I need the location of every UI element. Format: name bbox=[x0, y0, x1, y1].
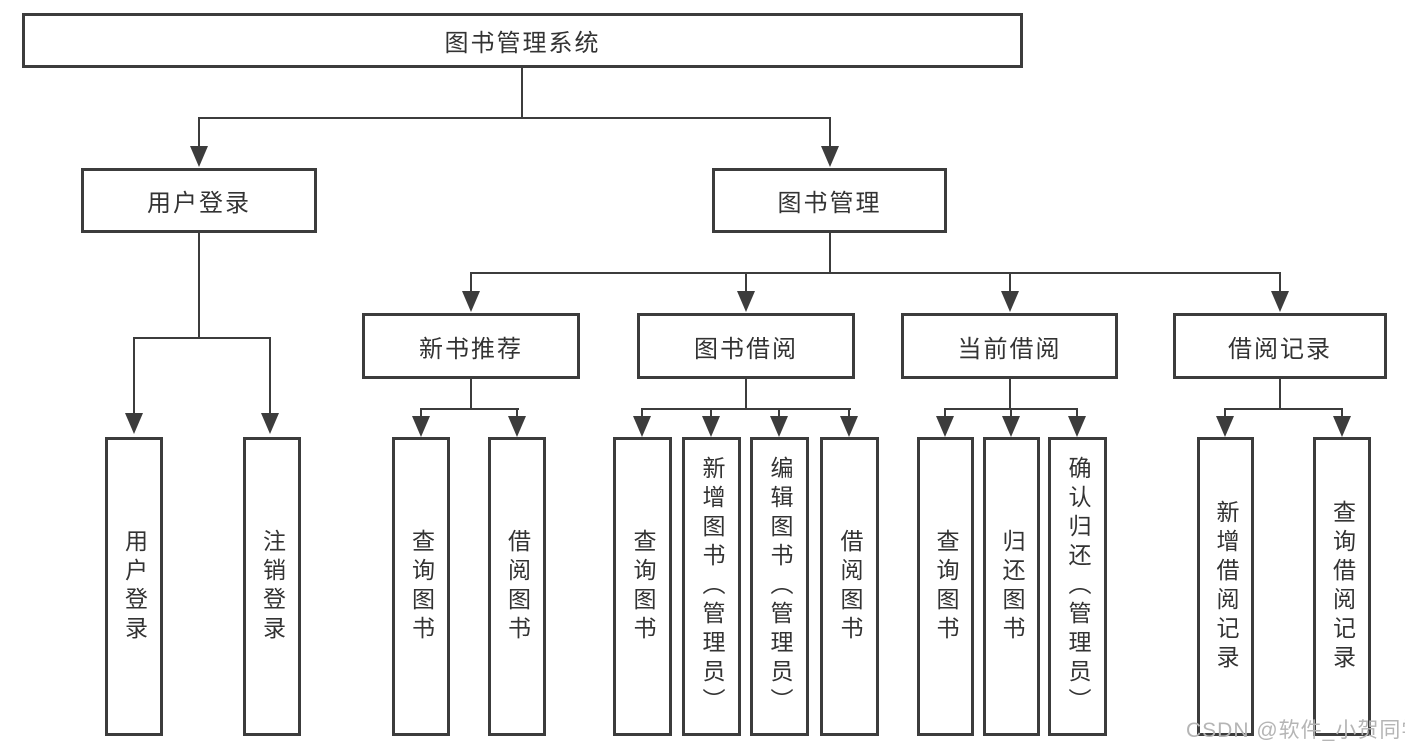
connector-drop bbox=[1076, 408, 1078, 417]
connector-current-borrow-stem bbox=[1009, 379, 1011, 410]
arrow-down-icon bbox=[1216, 416, 1234, 437]
arrow-down-icon bbox=[702, 416, 720, 437]
connector-drop-borrow-record bbox=[1279, 272, 1281, 292]
node-book-mgmt: 图书管理 bbox=[712, 168, 947, 233]
node-user-login: 用户登录 bbox=[81, 168, 317, 233]
connector-borrow-record-split bbox=[1224, 408, 1343, 410]
connector-borrow-record-stem bbox=[1279, 379, 1281, 410]
connector-drop bbox=[944, 408, 946, 417]
connector-drop-new-book-rec bbox=[470, 272, 472, 292]
connector-book-mgmt-stem bbox=[829, 233, 831, 274]
connector-drop bbox=[848, 408, 850, 417]
leaf-add-borrow-record: 新增借阅记录 bbox=[1197, 437, 1254, 736]
arrow-down-icon bbox=[1002, 416, 1020, 437]
arrow-down-icon bbox=[770, 416, 788, 437]
leaf-query-borrow-record: 查询借阅记录 bbox=[1313, 437, 1371, 736]
connector-root-split bbox=[198, 117, 831, 119]
leaf-logout: 注销登录 bbox=[243, 437, 301, 736]
connector-drop-user-login bbox=[198, 117, 200, 147]
arrow-down-icon bbox=[737, 291, 755, 312]
connector-drop bbox=[710, 408, 712, 417]
connector-drop bbox=[1224, 408, 1226, 417]
arrow-down-icon bbox=[1001, 291, 1019, 312]
node-new-book-rec-label: 新书推荐 bbox=[419, 335, 523, 363]
leaf-add-book-admin-label: 新增图书（管理员） bbox=[699, 456, 725, 717]
leaf-user-login-label: 用户登录 bbox=[121, 528, 148, 645]
leaf-query-book-current-label: 查询图书 bbox=[933, 528, 959, 645]
connector-drop bbox=[778, 408, 780, 417]
arrow-down-icon bbox=[1333, 416, 1351, 437]
node-current-borrow-label: 当前借阅 bbox=[957, 335, 1062, 363]
node-borrow-record: 借阅记录 bbox=[1173, 313, 1387, 379]
leaf-query-book-rec-label: 查询图书 bbox=[408, 528, 435, 645]
node-root-label: 图书管理系统 bbox=[444, 30, 601, 57]
leaf-add-borrow-record-label: 新增借阅记录 bbox=[1213, 499, 1239, 674]
leaf-borrow-book-rec-label: 借阅图书 bbox=[504, 528, 531, 645]
connector-drop bbox=[516, 408, 518, 417]
arrow-down-icon bbox=[190, 146, 208, 167]
connector-new-book-rec-stem bbox=[470, 379, 472, 410]
connector-drop-current-borrow bbox=[1009, 272, 1011, 292]
node-new-book-rec: 新书推荐 bbox=[362, 313, 580, 379]
csdn-watermark: CSDN @软件_小贺同学 bbox=[1186, 719, 1405, 742]
connector-book-borrow-split bbox=[641, 408, 851, 410]
leaf-user-login: 用户登录 bbox=[105, 437, 163, 736]
node-book-borrow-label: 图书借阅 bbox=[694, 335, 798, 363]
arrow-down-icon bbox=[125, 413, 143, 434]
node-book-borrow: 图书借阅 bbox=[637, 313, 855, 379]
arrow-down-icon bbox=[936, 416, 954, 437]
node-current-borrow: 当前借阅 bbox=[901, 313, 1118, 379]
connector-drop-leaf-logout bbox=[269, 337, 271, 414]
leaf-confirm-return-admin: 确认归还（管理员） bbox=[1048, 437, 1107, 736]
connector-new-book-rec-split bbox=[420, 408, 519, 410]
leaf-borrow-book-borrow: 借阅图书 bbox=[820, 437, 879, 736]
connector-book-mgmt-split bbox=[470, 272, 1281, 274]
connector-book-borrow-stem bbox=[745, 379, 747, 410]
arrow-down-icon bbox=[821, 146, 839, 167]
arrow-down-icon bbox=[508, 416, 526, 437]
leaf-query-book-borrow: 查询图书 bbox=[613, 437, 672, 736]
leaf-confirm-return-admin-label: 确认归还（管理员） bbox=[1065, 456, 1091, 717]
leaf-return-book: 归还图书 bbox=[983, 437, 1040, 736]
node-borrow-record-label: 借阅记录 bbox=[1228, 335, 1332, 363]
leaf-query-book-current: 查询图书 bbox=[917, 437, 974, 736]
connector-drop-leaf-user-login bbox=[133, 337, 135, 414]
leaf-edit-book-admin: 编辑图书（管理员） bbox=[750, 437, 809, 736]
node-root: 图书管理系统 bbox=[22, 13, 1023, 68]
leaf-edit-book-admin-label: 编辑图书（管理员） bbox=[767, 456, 793, 717]
connector-drop bbox=[420, 408, 422, 417]
leaf-query-borrow-record-label: 查询借阅记录 bbox=[1329, 499, 1356, 674]
leaf-borrow-book-borrow-label: 借阅图书 bbox=[837, 528, 863, 645]
arrow-down-icon bbox=[633, 416, 651, 437]
connector-drop-book-borrow bbox=[745, 272, 747, 292]
arrow-down-icon bbox=[412, 416, 430, 437]
leaf-add-book-admin: 新增图书（管理员） bbox=[682, 437, 741, 736]
node-user-login-label: 用户登录 bbox=[147, 190, 251, 217]
leaf-query-book-borrow-label: 查询图书 bbox=[630, 528, 656, 645]
connector-drop-book-mgmt bbox=[829, 117, 831, 147]
arrow-down-icon bbox=[1068, 416, 1086, 437]
connector-drop bbox=[641, 408, 643, 417]
connector-user-login-split bbox=[133, 337, 271, 339]
connector-user-login-stem bbox=[198, 233, 200, 339]
node-book-mgmt-label: 图书管理 bbox=[777, 190, 882, 217]
arrow-down-icon bbox=[261, 413, 279, 434]
leaf-borrow-book-rec: 借阅图书 bbox=[488, 437, 546, 736]
connector-drop bbox=[1341, 408, 1343, 417]
leaf-return-book-label: 归还图书 bbox=[999, 528, 1025, 645]
leaf-query-book-rec: 查询图书 bbox=[392, 437, 450, 736]
arrow-down-icon bbox=[1271, 291, 1289, 312]
connector-root-stem bbox=[521, 68, 523, 119]
arrow-down-icon bbox=[462, 291, 480, 312]
arrow-down-icon bbox=[840, 416, 858, 437]
leaf-logout-label: 注销登录 bbox=[259, 528, 286, 645]
connector-drop bbox=[1010, 408, 1012, 417]
